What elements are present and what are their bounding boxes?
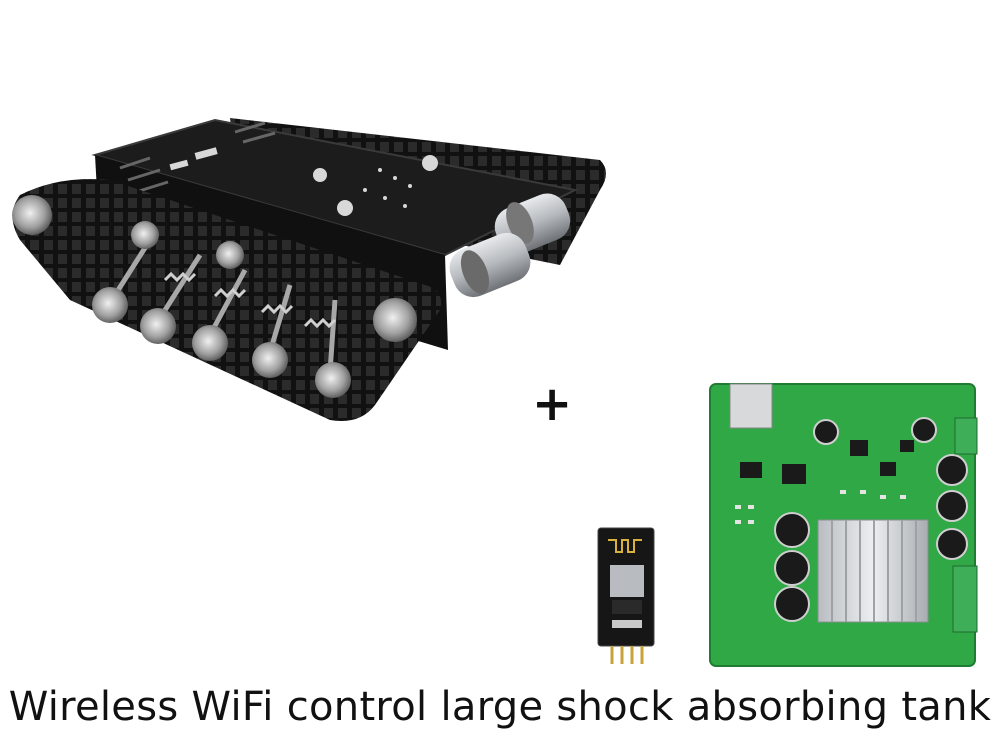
plate-vents xyxy=(119,121,276,194)
plate-holes xyxy=(169,147,438,216)
product-caption: Wireless WiFi control large shock absorb… xyxy=(8,684,992,730)
suspension-arms xyxy=(112,238,338,373)
plus-sign: + xyxy=(532,376,573,432)
shock-springs xyxy=(163,271,337,329)
road-wheels xyxy=(12,195,417,398)
tank-chassis-illustration xyxy=(12,118,606,421)
capacitors xyxy=(774,417,968,622)
wifi-module-illustration xyxy=(597,527,655,664)
motor-driver-board-illustration xyxy=(709,383,978,667)
gear-motors xyxy=(449,193,571,298)
